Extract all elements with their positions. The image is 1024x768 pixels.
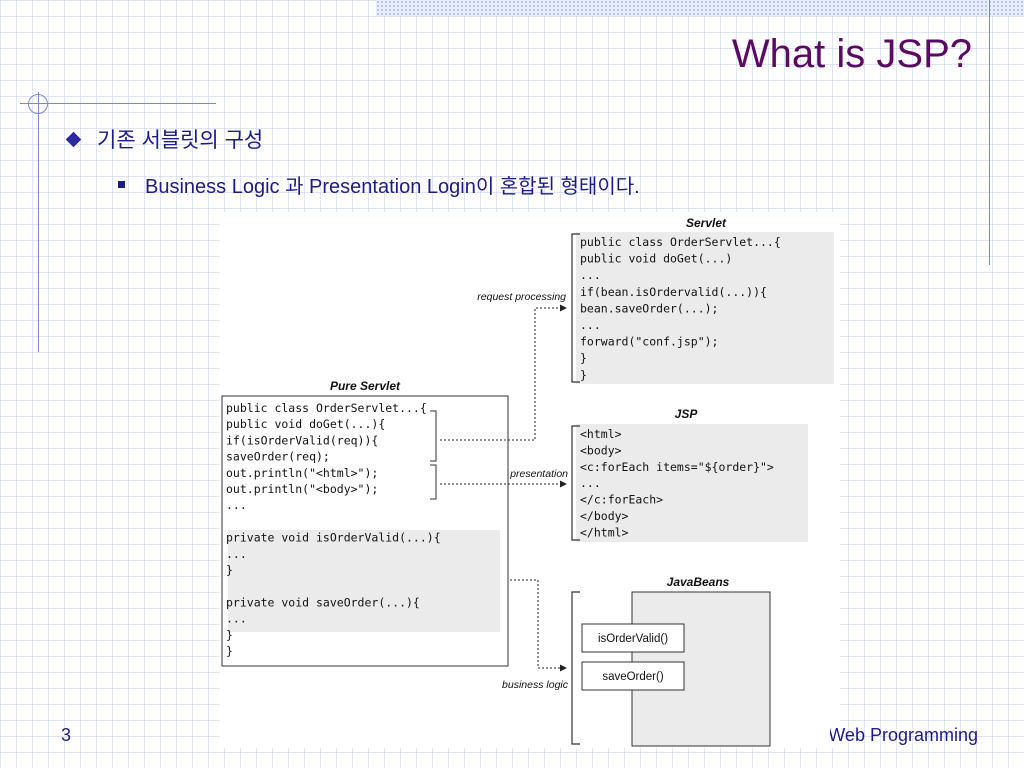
request-arrow <box>440 304 567 441</box>
left-decor-horizontal-line <box>20 103 216 104</box>
jsp-architecture-figure: Pure Servlet public class OrderServlet..… <box>220 212 840 748</box>
pure-servlet-title: Pure Servlet <box>330 379 401 393</box>
servlet-code-line: forward("conf.jsp"); <box>580 335 718 349</box>
jsp-code: <html> <body> <c:forEach items="${order}… <box>580 427 774 539</box>
isordervalid-box <box>581 623 685 653</box>
left-decor-vertical-line <box>38 92 39 352</box>
servlet-code-line: ... <box>580 318 601 332</box>
pure-servlet-code-line: } <box>226 628 233 642</box>
left-decor-circle <box>28 94 48 114</box>
pure-servlet-code-line: } <box>226 644 233 658</box>
servlet-code-line: } <box>580 368 587 382</box>
business-arrow <box>510 579 567 672</box>
servlet-bracket <box>571 233 580 383</box>
jsp-code-line: </c:forEach> <box>580 493 663 507</box>
servlet-code-line: bean.saveOrder(...); <box>580 301 718 315</box>
servlet-code: public class OrderServlet...{ public voi… <box>580 235 781 382</box>
jsp-code-line: <body> <box>580 443 622 457</box>
jsp-code-line: <html> <box>580 427 622 441</box>
pure-servlet-code: public class OrderServlet...{ public voi… <box>226 401 441 658</box>
pure-servlet-code-line: private void isOrderValid(...){ <box>226 531 441 545</box>
slide-title: What is JSP? <box>731 32 972 76</box>
bullet-level2: Business Logic 과 Presentation Login이 혼합된… <box>118 170 640 199</box>
servlet-title: Servlet <box>686 216 727 230</box>
isordervalid-label: isOrderValid() <box>598 633 668 645</box>
jsp-box <box>576 424 808 542</box>
top-decorative-band <box>376 0 1024 16</box>
square-bullet-icon <box>118 181 125 188</box>
jsp-code-line: </html> <box>580 525 629 539</box>
jsp-code-line: <c:forEach items="${order}"> <box>580 460 774 474</box>
pure-servlet-code-line: private void saveOrder(...){ <box>226 595 420 609</box>
servlet-code-line: public class OrderServlet...{ <box>580 235 781 249</box>
figure-svg: Pure Servlet public class OrderServlet..… <box>221 216 834 747</box>
pure-servlet-code-line: public class OrderServlet...{ <box>226 401 427 415</box>
servlet-code-line: public void doGet(...) <box>580 252 732 266</box>
pure-servlet-code-line: out.println("<body>"); <box>226 482 378 496</box>
page-number: 3 <box>61 725 72 745</box>
servlet-code-line: ... <box>580 268 601 282</box>
pure-servlet-code-line: ... <box>226 547 247 561</box>
footer-title: Web Programming <box>830 725 978 745</box>
pure-servlet-code-line: ... <box>226 612 247 626</box>
diamond-bullet-icon <box>65 131 82 147</box>
saveorder-box <box>581 661 685 691</box>
pure-servlet-code-line: ... <box>226 498 247 512</box>
pure-servlet-shaded-methods <box>228 530 500 632</box>
bullet1-text: 기존 서블릿의 구성 <box>97 129 264 152</box>
jsp-code-line: </body> <box>580 509 629 523</box>
servlet-code-line: } <box>580 351 587 365</box>
bullet-level1: 기존 서블릿의 구성 <box>62 124 263 154</box>
request-bracket <box>430 410 437 462</box>
request-processing-label: request processing <box>477 291 566 303</box>
pure-servlet-code-line: if(isOrderValid(req)){ <box>226 433 378 447</box>
right-decor-vertical-line <box>989 0 990 265</box>
presentation-bracket <box>430 464 437 500</box>
jsp-code-line: ... <box>580 476 601 490</box>
pure-servlet-code-line: } <box>226 563 233 577</box>
saveorder-label: saveOrder() <box>602 671 664 683</box>
pure-servlet-code-line: saveOrder(req); <box>226 450 330 464</box>
pure-servlet-code-line: public void doGet(...){ <box>226 417 385 431</box>
servlet-box <box>576 232 834 384</box>
business-logic-label: business logic <box>502 679 569 691</box>
jsp-bracket <box>571 425 580 541</box>
servlet-code-line: if(bean.isOrdervalid(...)){ <box>580 285 767 299</box>
bullet2-text: Business Logic 과 Presentation Login이 혼합된… <box>145 176 640 198</box>
javabeans-title: JavaBeans <box>667 575 730 589</box>
presentation-label: presentation <box>509 468 568 480</box>
javabeans-bracket <box>571 591 580 745</box>
pure-servlet-code-line: out.println("<html>"); <box>226 466 378 480</box>
jsp-title: JSP <box>675 407 699 421</box>
